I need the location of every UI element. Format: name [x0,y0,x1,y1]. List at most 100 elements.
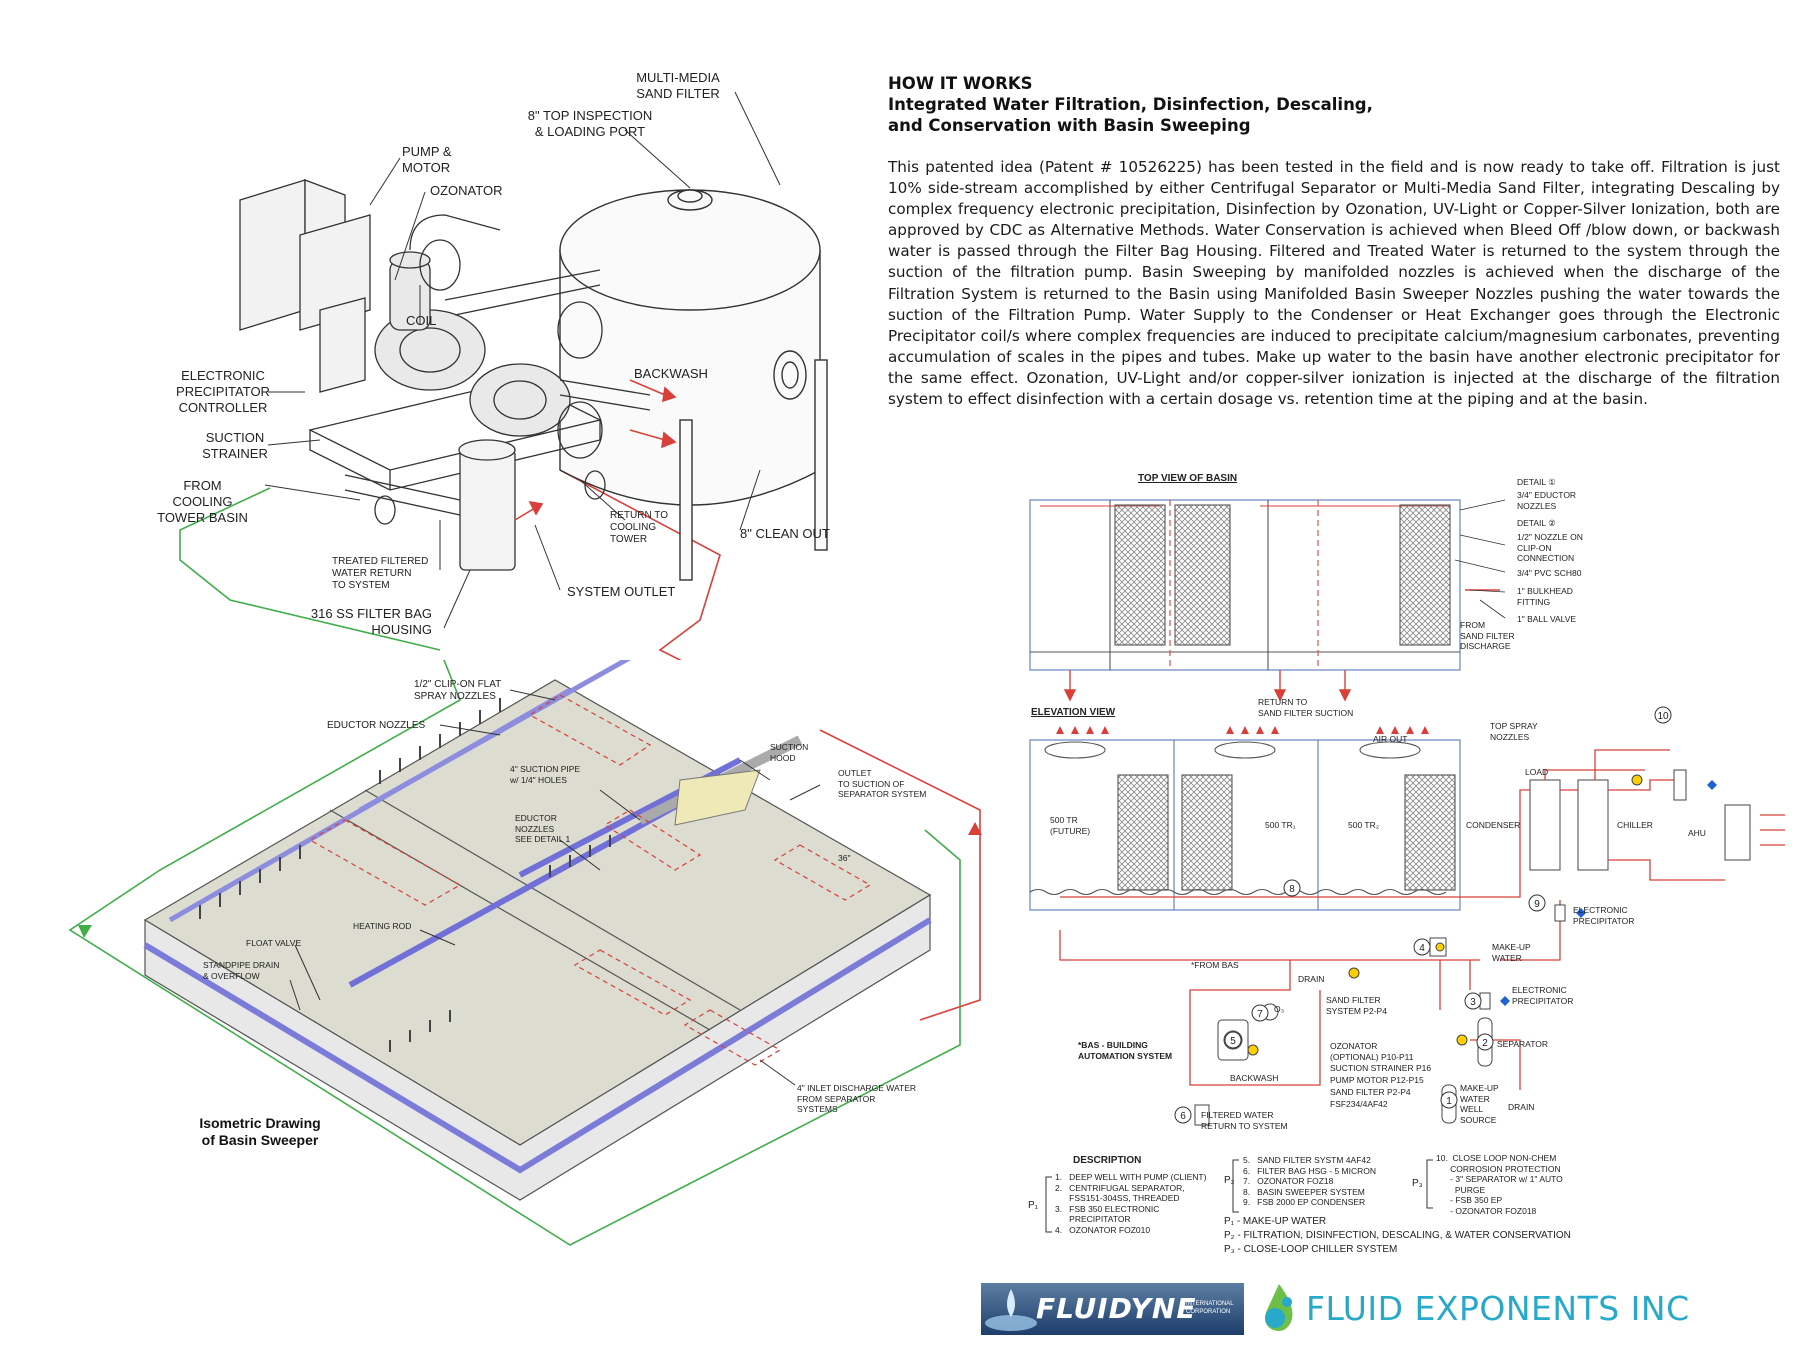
label-standpipe: STANDPIPE DRAIN & OVERFLOW [203,960,280,981]
water-drop-icon [985,1289,1037,1331]
label-outlet: OUTLET TO SUCTION OF SEPARATOR SYSTEM [838,768,927,799]
ep2-label: ELECTRONIC PRECIPITATOR [1512,985,1574,1006]
drain2-label: DRAIN [1508,1102,1535,1112]
fluid-drop-icon [1265,1284,1293,1331]
label-filter-bag: 316 SS FILTER BAG HOUSING [310,606,432,637]
fluidyne-subtext: INTERNATIONAL CORPORATION [1186,1301,1234,1315]
fluidyne-logo: FLUIDYNE INTERNATIONAL CORPORATION [981,1283,1244,1335]
skid-piping [344,214,651,571]
label-multi-media: MULTI-MEDIA SAND FILTER [636,70,720,101]
label-system-outlet: SYSTEM OUTLET [567,584,676,599]
suction-pipe-green [179,487,441,651]
label-suction-hood: SUCTION HOOD [770,742,809,763]
fluid-exponents-wordmark: FLUID EXPONENTS INC [1306,1289,1690,1328]
elevation-arrows [1056,726,1429,734]
svg-text:5: 5 [1230,1036,1236,1047]
from-bas-label: *FROM BAS [1191,960,1239,970]
legend-key-2: P₂ - FILTRATION, DISINFECTION, DESCALING… [1224,1230,1571,1241]
ozonator-label: OZONATOR (OPTIONAL) P10-P11 [1330,1041,1414,1062]
label-pump-motor: PUMP & MOTOR [402,144,452,175]
legend-brackets [1045,1159,1433,1233]
leader-lines [264,91,781,629]
flow-arrows [514,379,677,521]
svg-text:6: 6 [1180,1111,1186,1122]
bas-label: *BAS - BUILDING AUTOMATION SYSTEM [1078,1040,1173,1061]
iso-caption: Isometric Drawing of Basin Sweeper [199,1115,321,1148]
red-arrow [968,822,982,835]
svg-text:3: 3 [1470,997,1476,1008]
label-clip-on: 1/2" CLIP-ON FLAT SPRAY NOZZLES [414,679,502,702]
svg-text:7: 7 [1257,1009,1263,1020]
nozzle-clip-label: 1/2" NOZZLE ON CLIP-ON CONNECTION [1517,532,1583,563]
return-sand-label: RETURN TO SAND FILTER SUCTION [1258,697,1354,718]
tr2-label: 500 TR₂ [1348,820,1380,830]
ball-valve-label: 1" BALL VALVE [1517,614,1577,624]
return-pipe-red [559,469,721,660]
from-sand-label: FROM SAND FILTER DISCHARGE [1460,620,1515,651]
subtitle-line2: and Conservation with Basin Sweeping [888,116,1251,135]
tr-future-label: 500 TR (FUTURE) [1050,815,1091,836]
label-return-cooling: RETURN TO COOLING TOWER [610,510,668,545]
sand-system-label: SAND FILTER SYSTEM P2-P4 [1326,995,1387,1016]
label-coil: COIL [406,313,437,328]
load-label: LOAD [1525,767,1549,777]
subtitle-line1: Integrated Water Filtration, Disinfectio… [888,95,1373,114]
ep1-label: ELECTRONIC PRECIPITATOR [1573,905,1635,926]
schematic-diagram: 8 9 4 3 7 5 6 2 1 10 [1029,499,1785,1233]
air-out-label: AIR OUT [1373,734,1408,744]
strainer-label: SUCTION STRAINER P16 [1330,1063,1432,1073]
drain-label: DRAIN [1298,974,1325,984]
elevation-towers [1029,739,1751,911]
how-it-works-title: HOW IT WORKS [888,74,1033,93]
green-loop [68,660,961,1246]
label-treated-return: TREATED FILTERED WATER RETURN TO SYSTEM [332,556,429,591]
fsf-label: FSF234/4AF42 [1330,1099,1388,1109]
condenser-label: CONDENSER [1466,820,1521,830]
suction-hood [674,769,761,826]
separator-label: SEPARATOR [1497,1039,1549,1049]
basin-isometric-drawing [68,660,982,1246]
svg-text:2: 2 [1482,1038,1488,1049]
o3-label: O₃ [1274,1004,1285,1014]
label-suction-pipe: 4" SUCTION PIPE w/ 1/4" HOLES [510,764,581,785]
label-ep-controller: ELECTRONIC PRECIPITATOR CONTROLLER [176,368,270,415]
iso-leaders [289,689,821,1086]
legend-p2: P₂ [1224,1175,1235,1186]
label-eductor-detail: EDUCTOR NOZZLES SEE DETAIL 1 [515,813,571,844]
svg-text:4: 4 [1419,943,1425,954]
tr1-label: 500 TR₁ [1265,820,1296,830]
sand-filter-tank [559,189,828,581]
bulkhead-label: 1" BULKHEAD FITTING [1517,586,1573,607]
label-inlet: 4" INLET DISCHARGE WATER FROM SEPARATOR … [797,1083,917,1114]
label-dim-36: 36" [838,853,851,863]
green-arrow [78,925,92,938]
label-float-valve: FLOAT VALVE [246,938,302,948]
how-it-works-description: This patented idea (Patent # 10526225) h… [888,158,1780,409]
legend-col2: 5. SAND FILTER SYSTM 4AF42 6. FILTER BAG… [1243,1155,1377,1207]
top-view-title: TOP VIEW OF BASIN [1138,473,1238,484]
ep-marks [1500,780,1717,1006]
red-loop [819,729,981,1021]
pvc-label: 3/4" PVC SCH80 [1517,568,1582,578]
label-heating-rod: HEATING ROD [353,921,412,931]
label-clean-out: 8" CLEAN OUT [740,526,830,541]
legend-col3: 10. CLOSE LOOP NON-CHEM CORROSION PROTEC… [1436,1153,1563,1216]
svg-text:8: 8 [1289,884,1295,895]
fluidyne-wordmark: FLUIDYNE [1036,1292,1197,1325]
numbered-markers: 8 9 4 3 7 5 6 2 1 10 [1174,706,1672,1124]
svg-text:10: 10 [1657,711,1669,722]
legend-title: DESCRIPTION [1073,1155,1142,1166]
backwash-label-2: BACKWASH [1230,1073,1279,1083]
elevation-title: ELEVATION VIEW [1031,707,1116,718]
legend-col1: 1. DEEP WELL WITH PUMP (CLIENT) 2. CENTR… [1055,1172,1207,1235]
make-up-label: MAKE-UP WATER [1492,942,1531,963]
svg-text:1: 1 [1446,1096,1452,1107]
ahu-label: AHU [1688,828,1706,838]
nozzle-rows [199,698,611,1052]
equipment-drawing [179,91,828,660]
legend-p1: P₁ [1028,1200,1039,1211]
sand-filter-label: SAND FILTER P2-P4 [1330,1087,1411,1097]
pump-motor [374,251,571,437]
legend-p3: P₃ [1412,1178,1423,1189]
red-dashed-boxes [308,694,872,1066]
